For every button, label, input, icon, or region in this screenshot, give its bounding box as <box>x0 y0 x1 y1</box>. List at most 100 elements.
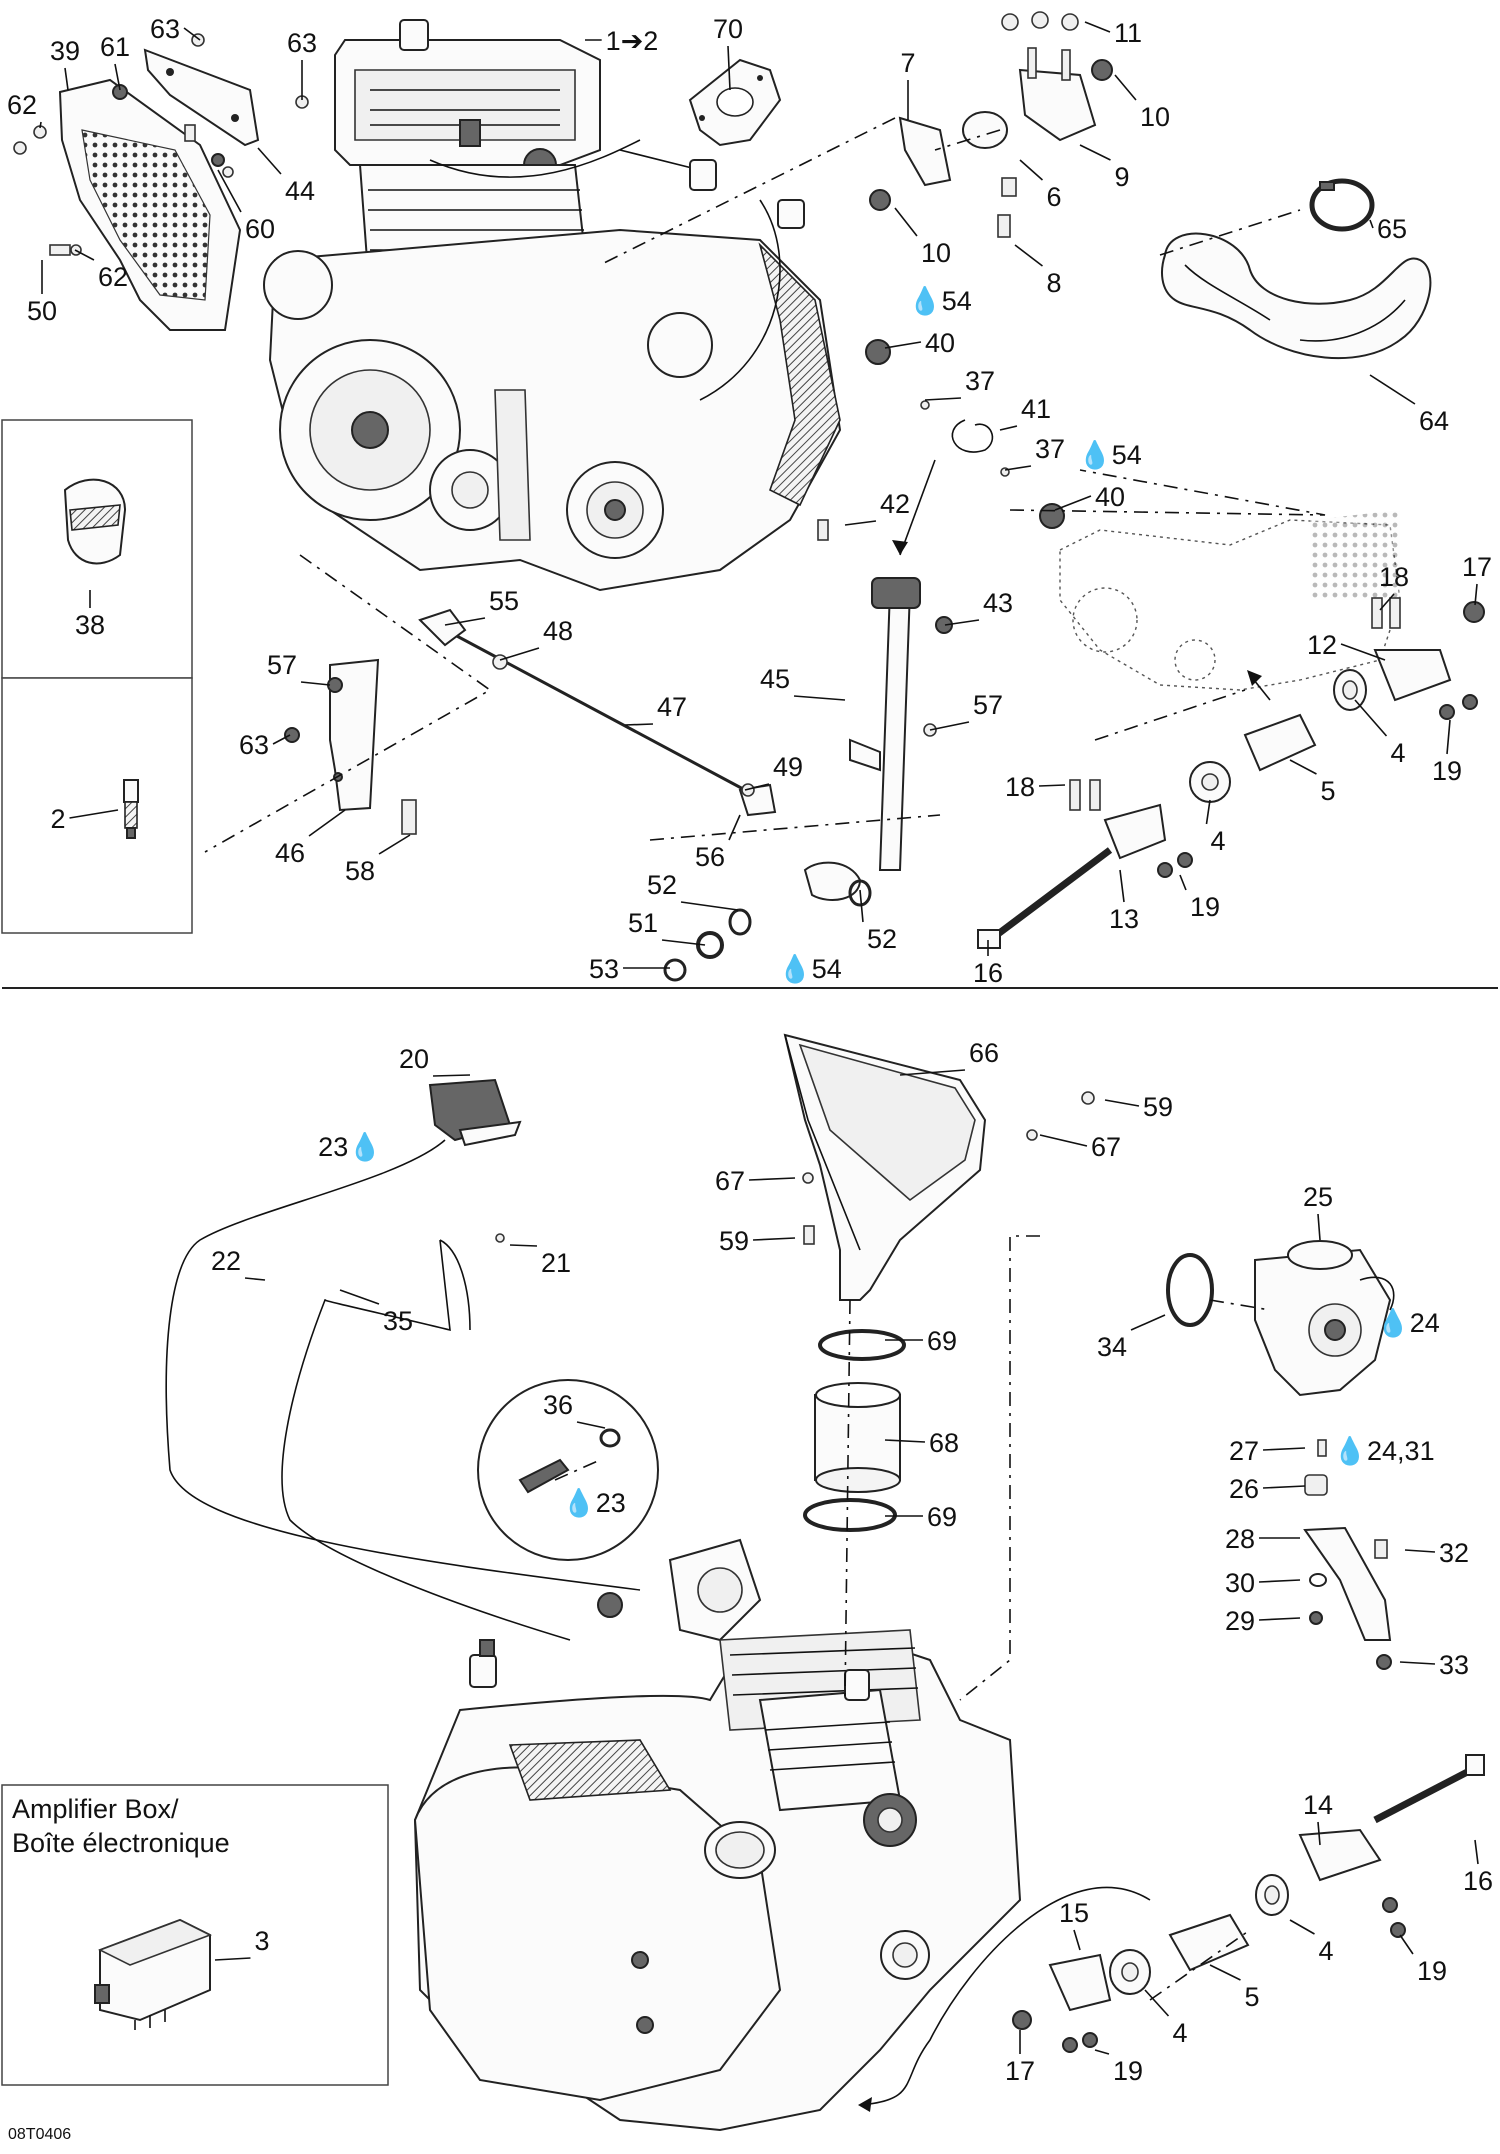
washers-51-53 <box>663 879 872 982</box>
leader-line <box>39 121 42 129</box>
callout-61: 61 <box>100 32 130 62</box>
leader-line <box>680 901 739 911</box>
leader-line <box>624 723 654 726</box>
callout-4: 4 <box>1172 2018 1187 2048</box>
leader-line <box>1369 219 1374 229</box>
callout-5: 5 <box>1320 776 1335 806</box>
leader-line <box>929 721 970 731</box>
leader-lines <box>39 21 1479 2055</box>
callout-35: 35 <box>383 1306 413 1336</box>
callout-17: 17 <box>1462 552 1492 582</box>
leader-line <box>1262 1485 1306 1489</box>
leader-line <box>1317 1213 1321 1241</box>
callout-10: 10 <box>1140 102 1170 132</box>
callout-59: 59 <box>719 1226 749 1256</box>
leader-line <box>1019 159 1044 181</box>
throttle-hardware-group <box>865 339 1065 529</box>
leader-line <box>1446 719 1451 755</box>
leader-line <box>748 1177 796 1181</box>
callout-51: 51 <box>628 908 658 938</box>
callout-13: 13 <box>1109 904 1139 934</box>
leader-line <box>1289 1919 1315 1935</box>
leader-line <box>1039 1134 1088 1147</box>
engine-mount-reference-outline <box>1059 510 1401 691</box>
leader-line <box>257 147 282 175</box>
leader-line <box>924 397 962 401</box>
callout-38: 38 <box>75 610 105 640</box>
cable-bracket-group <box>869 11 1113 238</box>
throttle-sensor-20 <box>428 1078 522 1243</box>
callout-65: 65 <box>1377 214 1407 244</box>
leader-line <box>576 1421 606 1429</box>
leader-line <box>272 734 291 745</box>
air-duct-66 <box>783 1033 1095 1301</box>
callout-19: 19 <box>1417 1956 1447 1986</box>
leader-line <box>1130 1314 1166 1331</box>
leader-line <box>244 1277 266 1281</box>
callout-40: 40 <box>1095 482 1125 512</box>
callout-62: 62 <box>98 262 128 292</box>
callout-6: 6 <box>1046 182 1061 212</box>
leader-line <box>744 783 770 791</box>
callout-16: 16 <box>1463 1866 1493 1896</box>
callout-16: 16 <box>973 958 1003 988</box>
plate-46 <box>284 658 417 835</box>
callout-24: 💧24 <box>1376 1307 1440 1338</box>
leader-line <box>1258 1579 1301 1583</box>
callout-1: 1➔2 <box>606 26 659 56</box>
callout-2: 2 <box>50 804 65 834</box>
leader-line <box>1014 244 1043 267</box>
callout-57: 57 <box>973 690 1003 720</box>
assembly-lines-upper <box>204 117 1326 853</box>
callout-43: 43 <box>983 588 1013 618</box>
callout-21: 21 <box>541 1248 571 1278</box>
leader-line <box>74 249 95 261</box>
callout-37: 37 <box>1035 434 1065 464</box>
leader-line <box>433 1074 471 1077</box>
leader-line <box>1340 643 1386 661</box>
carburetor-25 <box>1166 1240 1395 1397</box>
bracket-44 <box>143 48 260 147</box>
leader-line <box>1289 759 1317 775</box>
leader-line <box>1038 784 1066 787</box>
callout-18: 18 <box>1005 772 1035 802</box>
callout-63: 63 <box>150 14 180 44</box>
callout-19: 19 <box>1432 756 1462 786</box>
callout-54: 💧54 <box>908 285 972 316</box>
engine-lower-assembly <box>413 1629 1022 2132</box>
callout-56: 56 <box>695 842 725 872</box>
callout-17: 17 <box>1005 2056 1035 2086</box>
leader-line <box>1209 1964 1241 1981</box>
leader-line <box>69 809 119 819</box>
callout-23: 23💧 <box>318 1131 382 1162</box>
leader-line <box>1104 1099 1140 1107</box>
leader-line <box>1379 593 1395 611</box>
leader-line <box>1054 495 1092 511</box>
callout-67: 67 <box>715 1166 745 1196</box>
callout-32: 32 <box>1439 1538 1469 1568</box>
leader-line <box>444 617 486 626</box>
callout-4: 4 <box>1390 738 1405 768</box>
lever-45 <box>803 519 953 901</box>
leader-line <box>214 1957 251 1961</box>
callout-57: 57 <box>267 650 297 680</box>
callout-41: 41 <box>1021 394 1051 424</box>
callout-52: 52 <box>867 924 897 954</box>
callout-69: 69 <box>927 1502 957 1532</box>
callout-45: 45 <box>760 664 790 694</box>
leader-line <box>1369 374 1416 405</box>
callout-62: 62 <box>7 90 37 120</box>
leader-line <box>1073 1929 1081 1951</box>
leader-line <box>1004 465 1032 471</box>
inset-amplifier-box <box>1 1784 389 2086</box>
callout-9: 9 <box>1114 162 1129 192</box>
inset-panel-38 <box>1 419 193 679</box>
callout-28: 28 <box>1225 1524 1255 1554</box>
callout-53: 53 <box>589 954 619 984</box>
callout-18: 18 <box>1379 562 1409 592</box>
callout-66: 66 <box>969 1038 999 1068</box>
leader-line <box>378 834 411 855</box>
callout-69: 69 <box>927 1326 957 1356</box>
callout-11: 11 <box>1114 18 1142 48</box>
callout-19: 19 <box>1190 892 1220 922</box>
